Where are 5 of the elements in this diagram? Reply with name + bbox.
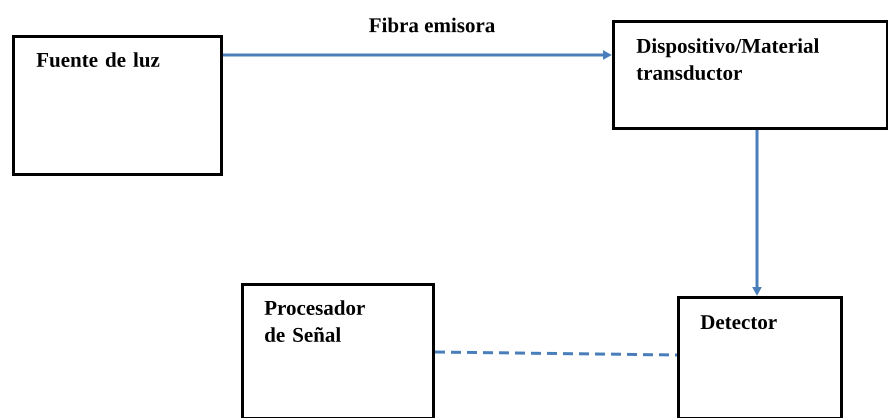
process-box: Procesador de Señal [241, 283, 435, 418]
process-box: Detector [677, 296, 843, 418]
process-box: Fuente de luz [12, 35, 223, 176]
edge-label: Fibra emisora [368, 16, 496, 34]
process-box: Dispositivo/Material transductor [612, 20, 888, 130]
